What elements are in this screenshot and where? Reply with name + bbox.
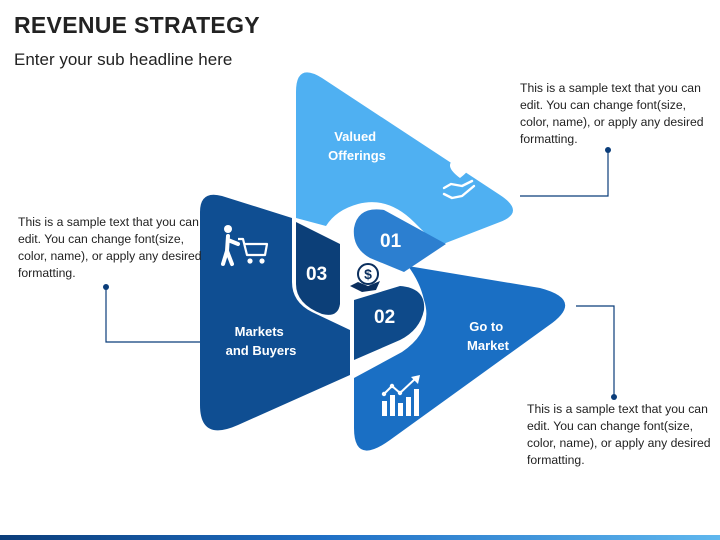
tile-01[interactable] [353,209,446,272]
connector-1 [520,150,609,197]
page-title: REVENUE STRATEGY [14,12,260,38]
tile-03[interactable] [296,222,340,315]
segment-label-markets-buyers: Markets and Buyers [226,324,297,358]
shopping-cart-icon [221,225,269,266]
description-go-to-market: This is a sample text that you can edit.… [527,402,711,467]
connector-dot-2 [611,394,617,400]
segment-valued-offerings[interactable] [296,72,513,246]
description-markets-buyers: This is a sample text that you can edit.… [18,215,202,280]
connector-dot-3 [103,284,109,290]
description-valued-offerings: This is a sample text that you can edit.… [520,81,704,146]
segment-markets-buyers[interactable] [200,194,350,431]
connector-lines [105,150,615,397]
footer-accent-bar [0,535,720,540]
heart-hand-icon [442,159,476,200]
dollar-hand-icon: $ [350,263,380,292]
tile-02[interactable] [354,286,425,360]
connector-3 [105,287,200,343]
connector-2 [576,305,615,397]
page-subtitle: Enter your sub headline here [14,50,233,69]
svg-text:$: $ [364,266,372,282]
segment-label-valued-offerings: Valued Offerings [328,129,386,163]
segment-number-03: 03 [306,264,327,285]
segment-number-01: 01 [380,231,402,252]
growth-chart-icon [381,375,420,416]
connector-dot-1 [605,147,611,153]
segment-label-go-to-market: Go to Market [467,319,510,353]
segment-number-02: 02 [374,307,395,328]
